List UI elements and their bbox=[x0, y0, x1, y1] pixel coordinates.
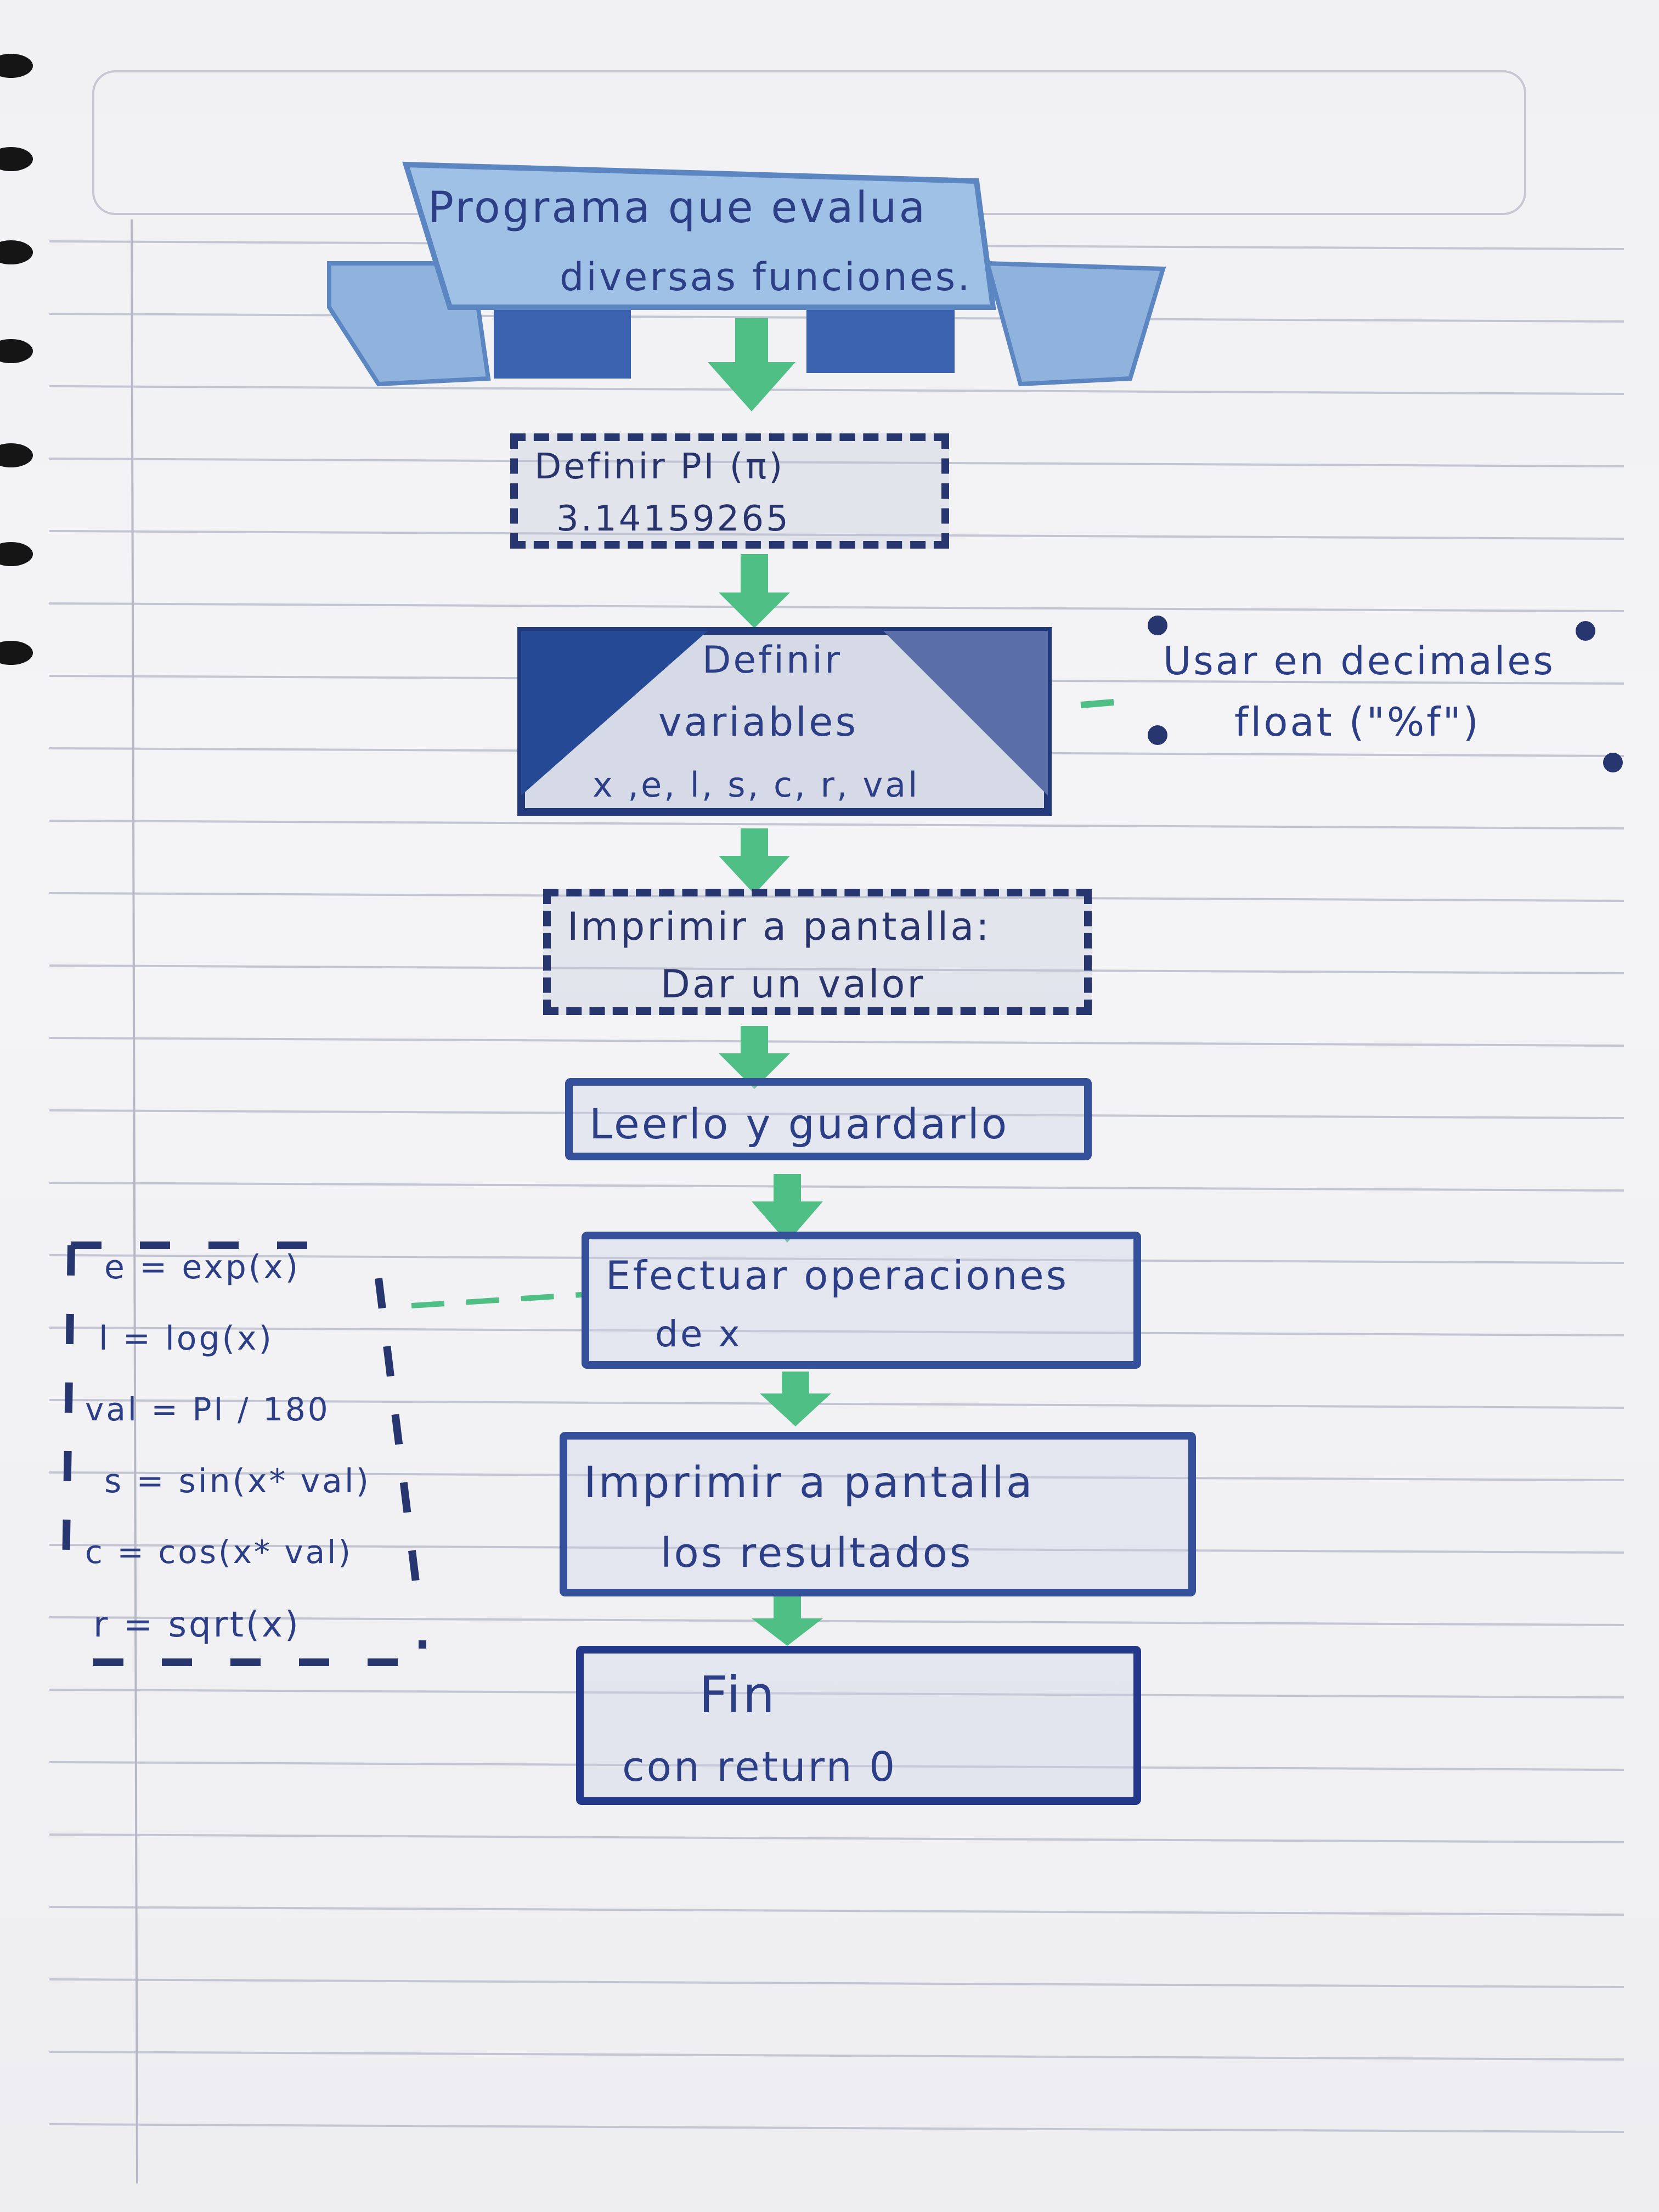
define-pi-label: Definir PI (π) bbox=[534, 447, 785, 487]
note-line-2: float ("%f") bbox=[1234, 699, 1481, 745]
rule-line bbox=[49, 458, 1624, 467]
rule-line bbox=[49, 1471, 1624, 1481]
compute-line-1: Efectuar operaciones bbox=[606, 1252, 1069, 1299]
arrow-3 bbox=[719, 828, 790, 894]
arrow-6 bbox=[760, 1372, 831, 1426]
rule-line bbox=[49, 1182, 1624, 1192]
rule-line bbox=[49, 964, 1624, 974]
formula-cos: c = cos(x* val) bbox=[85, 1533, 353, 1571]
formula-exp: e = exp(x) bbox=[104, 1248, 301, 1286]
step-print-prompt: Imprimir a pantalla: Dar un valor bbox=[543, 889, 1092, 1015]
rule-line bbox=[49, 1978, 1624, 1988]
formula-log: l = log(x) bbox=[99, 1319, 274, 1358]
note-line-1: Usar en decimales bbox=[1163, 639, 1555, 684]
note-bullets bbox=[1148, 616, 1623, 772]
flow-arrows bbox=[708, 318, 831, 1646]
formula-val: val = PI / 180 bbox=[85, 1391, 330, 1428]
variables-box bbox=[517, 627, 1052, 816]
rule-line bbox=[49, 1254, 1624, 1264]
rule-line bbox=[49, 1109, 1624, 1119]
end-line-2: con return 0 bbox=[622, 1743, 898, 1791]
rule-line bbox=[49, 1906, 1624, 1916]
rule-line bbox=[49, 1399, 1624, 1409]
rule-line bbox=[49, 820, 1624, 830]
arrow-2 bbox=[719, 554, 790, 628]
print-prompt-line-1: Imprimir a pantalla: bbox=[567, 904, 991, 949]
print-results-line-2: los resultados bbox=[661, 1530, 973, 1577]
formulas-bracket bbox=[62, 1242, 426, 1666]
rule-line bbox=[49, 1689, 1624, 1699]
arrow-5 bbox=[752, 1174, 823, 1243]
compute-line-2: de x bbox=[655, 1313, 742, 1355]
rule-line bbox=[49, 892, 1624, 902]
define-vars-line-1: Definir bbox=[702, 639, 842, 682]
formulas-list: e = exp(x) l = log(x) val = PI / 180 s =… bbox=[82, 1251, 422, 1657]
spiral-binding bbox=[0, 54, 33, 665]
step-define-pi: Definir PI (π) 3.14159265 bbox=[510, 433, 949, 549]
formula-sqrt: r = sqrt(x) bbox=[93, 1605, 301, 1645]
title-line-1: Programa que evalua bbox=[428, 183, 928, 233]
read-label: Leerlo y guardarlo bbox=[589, 1099, 1009, 1148]
rule-line bbox=[49, 1327, 1624, 1336]
note-connector bbox=[1080, 699, 1114, 708]
pi-value: 3.14159265 bbox=[556, 499, 791, 539]
title-ribbon bbox=[327, 161, 1166, 387]
title-line-2: diversas funciones. bbox=[560, 255, 972, 300]
rule-line bbox=[49, 1761, 1624, 1771]
arrow-7 bbox=[752, 1596, 823, 1646]
define-vars-line-3: x ,e, l, s, c, r, val bbox=[592, 765, 920, 805]
step-print-results: Imprimir a pantalla los resultados bbox=[560, 1432, 1196, 1596]
arrow-1 bbox=[708, 318, 795, 411]
rule-line bbox=[49, 2051, 1624, 2061]
arrow-4 bbox=[719, 1026, 790, 1089]
rule-line bbox=[49, 530, 1624, 540]
print-results-line-1: Imprimir a pantalla bbox=[584, 1458, 1035, 1508]
rule-line bbox=[49, 1544, 1624, 1554]
step-compute: Efectuar operaciones de x bbox=[582, 1232, 1141, 1369]
define-vars-line-2: variables bbox=[658, 699, 858, 745]
rule-line bbox=[49, 1833, 1624, 1843]
rule-line bbox=[49, 1037, 1624, 1047]
formulas-connector bbox=[411, 1292, 582, 1308]
step-end: Fin con return 0 bbox=[576, 1646, 1141, 1805]
step-read: Leerlo y guardarlo bbox=[565, 1078, 1092, 1160]
rule-line bbox=[49, 2123, 1624, 2133]
ruled-lines bbox=[49, 240, 1624, 2133]
rule-line bbox=[49, 385, 1624, 395]
formula-sin: s = sin(x* val) bbox=[104, 1462, 371, 1500]
rule-line bbox=[49, 602, 1624, 612]
margin-line bbox=[131, 219, 138, 2184]
rule-line bbox=[49, 1616, 1624, 1626]
end-line-1: Fin bbox=[699, 1666, 777, 1724]
print-prompt-line-2: Dar un valor bbox=[661, 962, 926, 1007]
